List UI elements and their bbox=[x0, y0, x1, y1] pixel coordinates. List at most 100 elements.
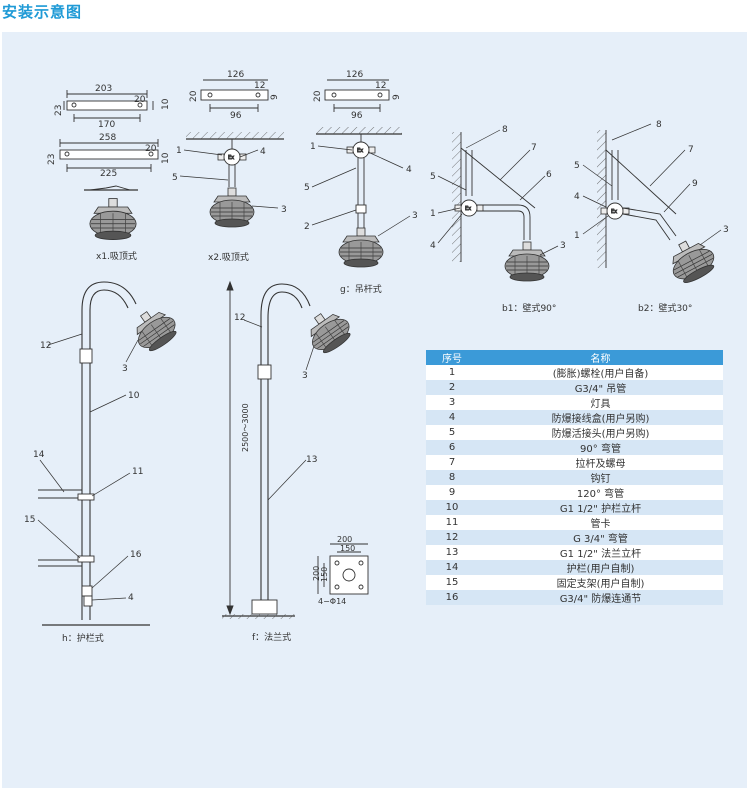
page-title: 安装示意图 bbox=[2, 3, 83, 21]
x1-dim-10b: 10 bbox=[161, 152, 171, 164]
x2-assembly bbox=[186, 132, 284, 228]
flange-dim-150-h: 150 bbox=[320, 567, 329, 582]
x2-dim-126: 126 bbox=[227, 70, 244, 80]
b1-callout-6: 6 bbox=[546, 170, 552, 180]
g-bracket bbox=[324, 79, 390, 112]
g-callout-3: 3 bbox=[412, 211, 418, 221]
row-index: 15 bbox=[426, 575, 478, 590]
h-callout-14: 14 bbox=[33, 450, 45, 460]
b1-callout-4: 4 bbox=[430, 241, 436, 251]
b2-callout-5: 5 bbox=[574, 161, 580, 171]
row-name: 90° 弯管 bbox=[478, 440, 723, 455]
f-assembly bbox=[222, 280, 357, 619]
b1-callout-5: 5 bbox=[430, 172, 436, 182]
row-name: G 3/4" 弯管 bbox=[478, 530, 723, 545]
h-callout-11: 11 bbox=[132, 467, 143, 477]
row-name: G1 1/2" 法兰立杆 bbox=[478, 545, 723, 560]
row-index: 6 bbox=[426, 440, 478, 455]
g-callout-1: 1 bbox=[310, 142, 316, 152]
h-callout-3: 3 bbox=[122, 364, 128, 374]
x2-callout-4: 4 bbox=[260, 147, 266, 157]
header-index: 序号 bbox=[426, 350, 478, 365]
x1-dim-10a: 10 bbox=[161, 98, 171, 110]
b2-callout-3: 3 bbox=[723, 225, 729, 235]
x2-callout-1: 1 bbox=[176, 146, 182, 156]
h-callout-16: 16 bbox=[130, 550, 142, 560]
f-callout-13: 13 bbox=[306, 455, 317, 465]
x1-caption: x1.吸顶式 bbox=[96, 250, 137, 262]
row-name: 120° 弯管 bbox=[478, 485, 723, 500]
x1-dim-203: 203 bbox=[95, 84, 112, 94]
g-dim-20: 20 bbox=[313, 90, 323, 102]
g-dim-96: 96 bbox=[351, 111, 363, 121]
row-index: 13 bbox=[426, 545, 478, 560]
h-assembly bbox=[38, 281, 183, 626]
row-index: 5 bbox=[426, 425, 478, 440]
h-caption: h：护栏式 bbox=[62, 632, 104, 644]
f-callout-12: 12 bbox=[234, 313, 245, 323]
x2-bracket bbox=[200, 79, 269, 112]
g-assembly bbox=[316, 127, 402, 268]
b2-callout-8: 8 bbox=[656, 120, 662, 130]
f-caption: f：法兰式 bbox=[252, 631, 291, 643]
h-callout-4: 4 bbox=[128, 593, 134, 603]
row-index: 9 bbox=[426, 485, 478, 500]
b1-caption: b1：壁式90° bbox=[502, 302, 556, 314]
x1-dim-225: 225 bbox=[100, 169, 117, 179]
x1-dim-20a: 20 bbox=[134, 95, 146, 105]
g-dim-12: 12 bbox=[375, 81, 386, 91]
table-row: 1(膨胀)螺栓(用户自备) bbox=[426, 365, 723, 380]
b2-callout-4: 4 bbox=[574, 192, 580, 202]
row-index: 14 bbox=[426, 560, 478, 575]
row-name: 防爆活接头(用户另购) bbox=[478, 425, 723, 440]
b2-assembly bbox=[597, 130, 721, 289]
h-callout-12: 12 bbox=[40, 341, 51, 351]
row-name: G1 1/2" 护栏立杆 bbox=[478, 500, 723, 515]
row-index: 16 bbox=[426, 590, 478, 605]
row-index: 12 bbox=[426, 530, 478, 545]
row-index: 10 bbox=[426, 500, 478, 515]
b1-callout-3: 3 bbox=[560, 241, 566, 251]
row-name: 固定支架(用户自制) bbox=[478, 575, 723, 590]
b1-callout-7: 7 bbox=[531, 143, 537, 153]
row-index: 3 bbox=[426, 395, 478, 410]
x2-caption: x2.吸顶式 bbox=[208, 251, 249, 263]
g-dim-9: 9 bbox=[392, 94, 402, 100]
row-index: 1 bbox=[426, 365, 478, 380]
g-caption: g：吊杆式 bbox=[340, 283, 382, 295]
x2-dim-96: 96 bbox=[230, 111, 242, 121]
x1-dim-23a: 23 bbox=[54, 105, 64, 116]
x2-dim-9: 9 bbox=[270, 94, 280, 100]
row-index: 11 bbox=[426, 515, 478, 530]
callout-leaders bbox=[37, 123, 722, 601]
row-name: 护栏(用户自制) bbox=[478, 560, 723, 575]
flange-dim-150-w: 150 bbox=[340, 544, 355, 553]
row-name: G3/4" 吊管 bbox=[478, 380, 723, 395]
b2-caption: b2：壁式30° bbox=[638, 302, 692, 314]
row-index: 4 bbox=[426, 410, 478, 425]
x1-dim-170: 170 bbox=[98, 120, 115, 130]
x2-callout-3: 3 bbox=[281, 205, 287, 215]
x1-bracket-bottom bbox=[59, 139, 159, 172]
flange-dim-holes: 4−Φ14 bbox=[318, 597, 346, 606]
x1-dim-258: 258 bbox=[99, 133, 116, 143]
row-name: 防爆接线盒(用户另购) bbox=[478, 410, 723, 425]
flange-dim-200-w: 200 bbox=[337, 535, 352, 544]
header-name: 名称 bbox=[478, 350, 723, 365]
row-name: (膨胀)螺栓(用户自备) bbox=[478, 365, 723, 380]
f-callout-3: 3 bbox=[302, 371, 308, 381]
x1-bracket-top bbox=[63, 90, 154, 122]
